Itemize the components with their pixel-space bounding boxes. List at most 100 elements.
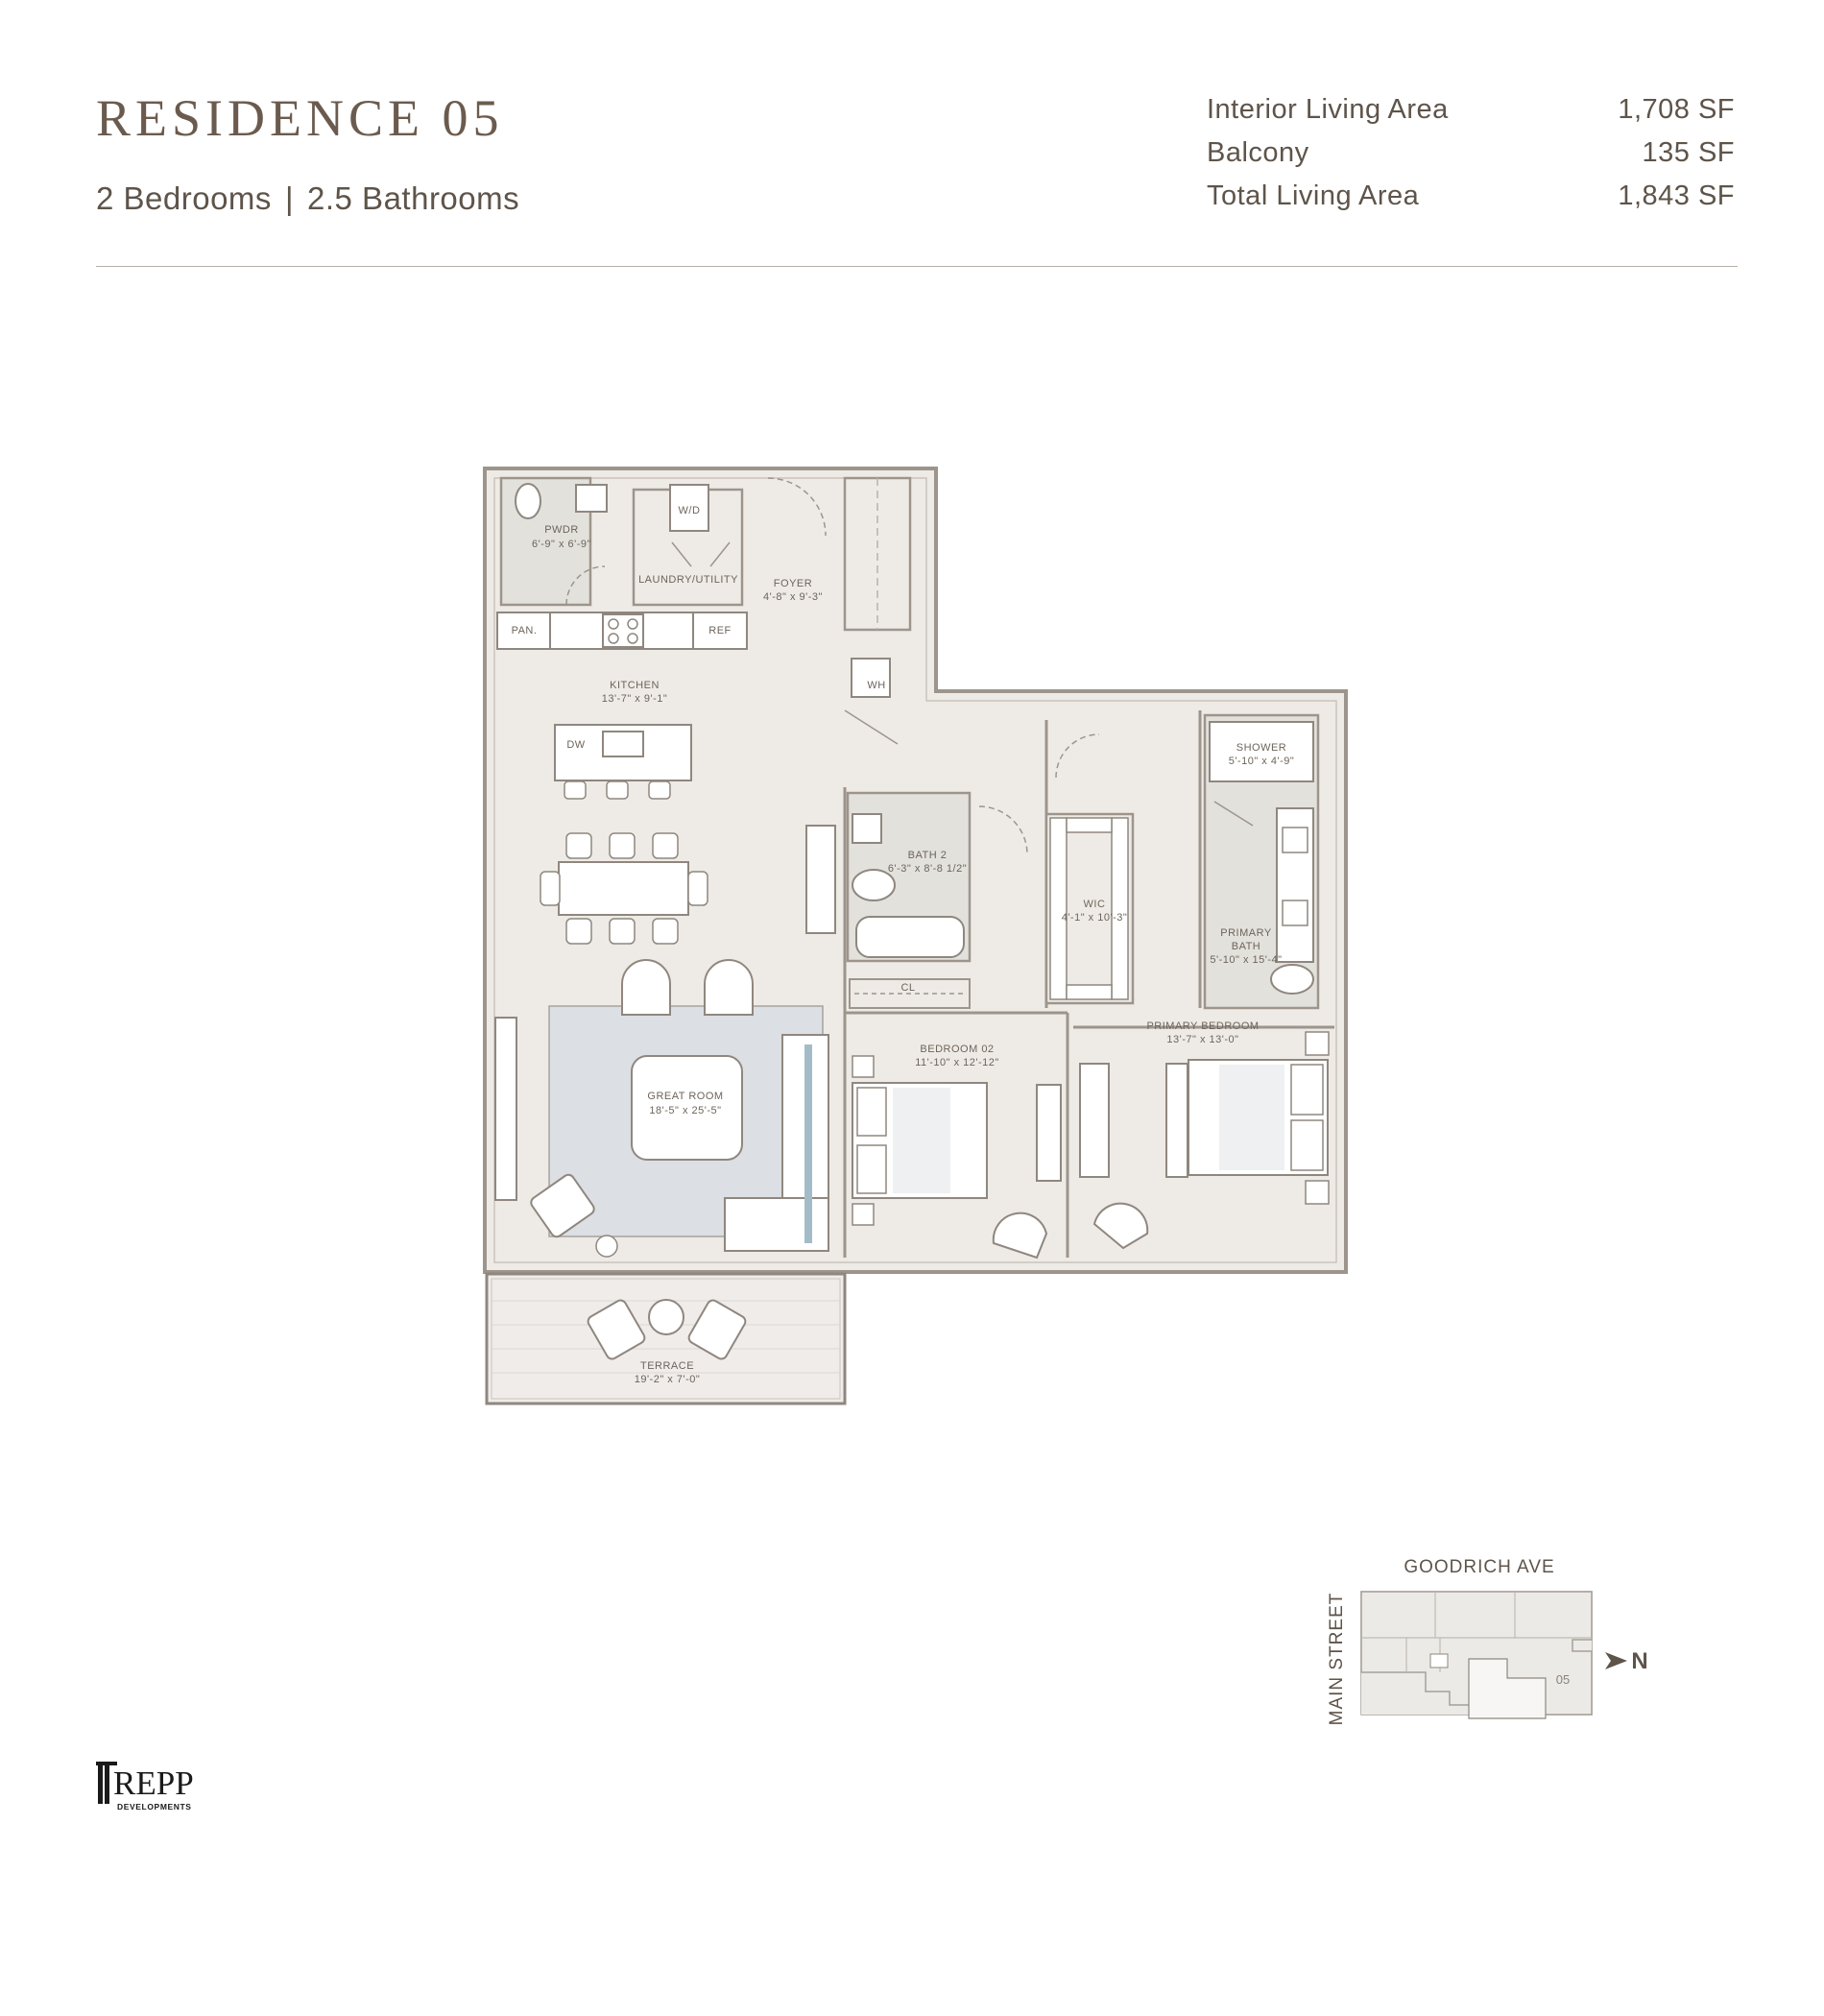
terrace-table-icon xyxy=(648,1299,684,1335)
dresser-icon xyxy=(1079,1063,1110,1178)
sink-icon xyxy=(1282,827,1308,853)
label-refrigerator: REF xyxy=(708,625,732,636)
area-row-balcony: Balcony 135 SF xyxy=(1207,132,1735,175)
room-dims-wic: 4'-1" x 10'-3" xyxy=(1062,912,1128,924)
side-table-icon xyxy=(595,1235,618,1258)
foyer-area xyxy=(767,476,912,745)
toilet-icon xyxy=(852,869,896,901)
room-dims-great-room: 18'-5" x 25'-5" xyxy=(649,1105,721,1116)
bathroom-count: 2.5 Bathrooms xyxy=(307,180,520,216)
room-dims-bedroom02: 11'-10" x 12'-12" xyxy=(915,1057,999,1068)
shower-icon xyxy=(1209,721,1314,782)
page-title: RESIDENCE 05 xyxy=(96,89,504,147)
north-label: N xyxy=(1631,1648,1647,1674)
bedroom-02 xyxy=(852,1055,1062,1260)
armchair-icon xyxy=(992,1212,1048,1260)
sink-icon xyxy=(852,813,882,844)
area-row-interior: Interior Living Area 1,708 SF xyxy=(1207,88,1735,132)
dining-table xyxy=(540,832,708,945)
room-dims-pwdr: 6'-9" x 6'-9" xyxy=(532,539,591,550)
terrace xyxy=(485,1272,847,1405)
brand-logo: REPP DEVELOPMENTS xyxy=(96,1762,194,1812)
bedroom-count: 2 Bedrooms xyxy=(96,180,272,216)
laundry-room xyxy=(632,484,744,607)
key-plan: 05 GOODRICH AVE MAIN STREET N xyxy=(1327,1557,1648,1725)
separator: | xyxy=(284,180,295,216)
cooktop-icon xyxy=(602,613,644,648)
nightstand-icon xyxy=(1305,1031,1330,1056)
keyplan-unit-highlight xyxy=(1468,1658,1547,1719)
kitchen-counter xyxy=(496,612,748,650)
island-sink-icon xyxy=(602,731,644,757)
primary-bath xyxy=(1203,713,1320,1010)
room-label-primary-bath-2: BATH xyxy=(1232,941,1261,952)
room-label-primary-bedroom: PRIMARY BEDROOM xyxy=(1146,1020,1259,1032)
room-label-foyer: FOYER xyxy=(774,578,812,589)
label-washer-dryer: W/D xyxy=(679,505,701,516)
area-table: Interior Living Area 1,708 SF Balcony 13… xyxy=(1207,88,1735,218)
bath-2 xyxy=(846,791,1028,1009)
north-arrow-icon xyxy=(1605,1652,1627,1669)
room-label-great-room: GREAT ROOM xyxy=(647,1091,723,1102)
sink-icon xyxy=(575,484,608,513)
room-dims-bath2: 6'-3" x 8'-8 1/2" xyxy=(888,863,967,875)
keyplan-core-icon xyxy=(1429,1653,1449,1668)
area-label: Balcony xyxy=(1207,137,1309,168)
label-pantry: PAN. xyxy=(512,625,538,636)
logo-wordmark: REPP xyxy=(113,1764,194,1802)
room-label-primary-bath: PRIMARY xyxy=(1220,927,1272,939)
street-label-goodrich: GOODRICH AVE xyxy=(1404,1557,1554,1577)
lounge-chair-icon xyxy=(530,1173,595,1238)
living-area xyxy=(530,959,829,1258)
room-dims-shower: 5'-10" x 4'-9" xyxy=(1229,756,1295,767)
logo-tagline: DEVELOPMENTS xyxy=(117,1802,192,1812)
kitchen-island xyxy=(554,724,692,800)
area-value: 135 SF xyxy=(1642,137,1735,168)
pantry-box xyxy=(496,612,551,650)
sink-icon xyxy=(1282,900,1308,926)
credenza xyxy=(805,825,836,934)
coffee-table xyxy=(631,1055,743,1161)
label-water-heater: WH xyxy=(867,680,885,691)
area-value: 1,708 SF xyxy=(1618,94,1735,125)
room-dims-foyer: 4'-8" x 9'-3" xyxy=(763,591,823,603)
label-closet: CL xyxy=(900,982,915,994)
nightstand-icon xyxy=(852,1055,875,1078)
area-label: Interior Living Area xyxy=(1207,94,1449,125)
nightstand-icon xyxy=(1305,1180,1330,1205)
room-dims-kitchen: 13'-7" x 9'-1" xyxy=(602,693,668,705)
keyplan-unit-label: 05 xyxy=(1556,1672,1570,1687)
unit-summary: 2 Bedrooms | 2.5 Bathrooms xyxy=(96,180,519,217)
nightstand-icon xyxy=(852,1203,875,1226)
room-label-bedroom02: BEDROOM 02 xyxy=(920,1044,994,1055)
dresser-icon xyxy=(1036,1084,1062,1182)
refrigerator-box xyxy=(692,612,748,650)
toilet-icon xyxy=(1270,964,1314,995)
room-dims-terrace: 19'-2" x 7'-0" xyxy=(635,1374,701,1385)
room-label-laundry: LAUNDRY/UTILITY xyxy=(638,574,738,586)
terrace-chair-icon xyxy=(687,1299,747,1360)
room-label-pwdr: PWDR xyxy=(544,524,579,536)
room-dims-primary-bath: 5'-10" x 15'-4" xyxy=(1210,954,1282,966)
sectional-sofa-icon xyxy=(724,1034,829,1252)
room-label-bath2: BATH 2 xyxy=(908,850,948,861)
armchair-icon xyxy=(1092,1202,1149,1250)
bench-icon xyxy=(1165,1063,1188,1178)
area-value: 1,843 SF xyxy=(1618,180,1735,211)
water-heater-icon xyxy=(851,658,891,698)
armchair-icon xyxy=(704,959,754,1016)
street-label-main: MAIN STREET xyxy=(1327,1593,1347,1726)
label-dishwasher: DW xyxy=(566,739,585,751)
bathtub-icon xyxy=(855,916,965,958)
console-table xyxy=(494,1017,517,1201)
walk-in-closet xyxy=(1044,733,1135,1005)
room-dims-primary-bedroom: 13'-7" x 13'-0" xyxy=(1166,1034,1238,1045)
room-label-shower: SHOWER xyxy=(1236,742,1287,754)
armchair-icon xyxy=(621,959,671,1016)
area-row-total: Total Living Area 1,843 SF xyxy=(1207,175,1735,218)
terrace-chair-icon xyxy=(587,1299,646,1360)
header-divider xyxy=(96,266,1738,267)
washer-dryer-icon xyxy=(669,484,709,532)
room-label-wic: WIC xyxy=(1084,899,1106,910)
